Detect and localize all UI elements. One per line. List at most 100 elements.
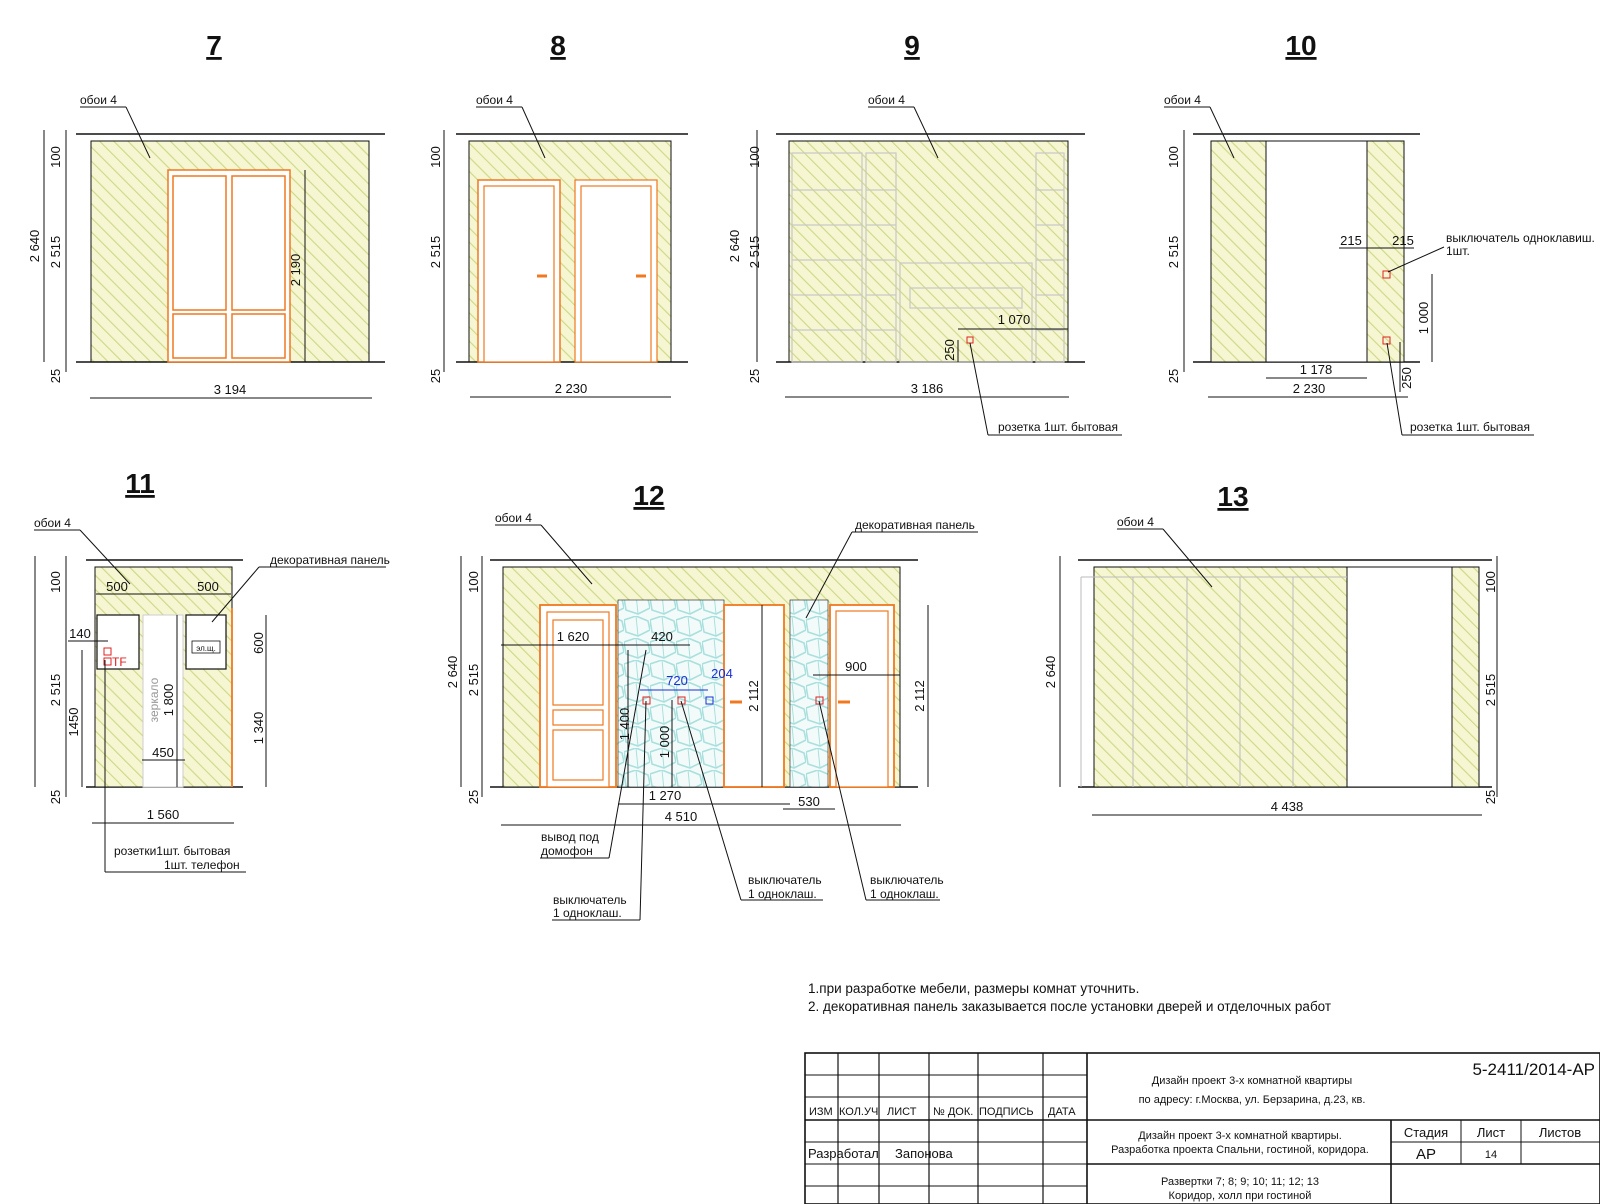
dim-floor: 25 <box>48 790 63 804</box>
label-mirror: зеркало <box>147 677 161 722</box>
dim-floor: 25 <box>48 369 63 383</box>
label-phone: 1шт. телефон <box>164 858 240 872</box>
dim-opening: 1 178 <box>1300 362 1333 377</box>
dim-door-offset: 1 620 <box>557 629 590 644</box>
elevation-11: 11 эл.щ. TF зеркало обои 4 декоративная … <box>34 468 390 873</box>
label-wallpaper: обои 4 <box>1164 93 1201 107</box>
dim-socket-height: 250 <box>942 339 957 361</box>
elevation-number: 7 <box>206 30 222 61</box>
drawing-line-1: Развертки 7; 8; 9; 10; 11; 12; 13 <box>1161 1176 1319 1188</box>
dim-floor: 25 <box>428 369 443 383</box>
label-switch-a: выключатель <box>553 893 627 907</box>
dim-mirror-width: 450 <box>152 745 174 760</box>
note-2: 2. декоративная панель заказывается посл… <box>808 999 1331 1014</box>
dim-wall: 2 515 <box>1483 674 1498 707</box>
dim-height-total: 2 640 <box>27 230 42 263</box>
dim-door-height-2: 2 112 <box>912 680 927 712</box>
dim-cornice: 100 <box>747 146 762 168</box>
stage-line-1: Дизайн проект 3-х комнатной квартиры. <box>1138 1130 1342 1142</box>
dim-switch-height: 1 000 <box>657 726 672 759</box>
dim-door-height: 2 112 <box>746 680 761 712</box>
sheet-value: 14 <box>1485 1149 1497 1161</box>
dim-width: 3 194 <box>214 382 247 397</box>
developed-label: Разработал <box>808 1146 879 1161</box>
label-switch-b: выключатель <box>748 873 822 887</box>
dim-height-total: 2 640 <box>727 230 742 263</box>
label-wallpaper: обои 4 <box>476 93 513 107</box>
dim-cornice: 100 <box>466 571 481 593</box>
label-deco-panel: декоративная панель <box>270 553 390 567</box>
label-wallpaper: обои 4 <box>495 511 532 525</box>
dim-wall: 2 515 <box>428 236 443 269</box>
elevation-number: 9 <box>904 30 920 61</box>
label-panel-box: эл.щ. <box>196 644 216 653</box>
elevation-number: 8 <box>550 30 566 61</box>
label-wallpaper: обои 4 <box>34 516 71 530</box>
dim-floor: 25 <box>1483 790 1498 804</box>
dim-floor: 25 <box>1166 369 1181 383</box>
dim-socket-height: 1450 <box>66 708 81 737</box>
elevation-8: 8 обои 4 100 2 515 25 2 230 <box>428 30 688 398</box>
sheets-header: Листов <box>1539 1125 1581 1140</box>
elevation-9: 9 обои 4 2 640 100 2 515 25 250 1 070 3 … <box>727 30 1122 436</box>
elevation-12: 12 обои 4 декоративная панель 2 640 100 … <box>445 480 978 921</box>
dim-width: 4 510 <box>665 809 698 824</box>
label-intercom-2: домофон <box>541 844 593 858</box>
drawing-code: 5-2411/2014-АР <box>1472 1060 1595 1079</box>
dim-cornice: 100 <box>1166 146 1181 168</box>
dim-switch-height: 1 000 <box>1416 302 1431 335</box>
general-notes: 1.при разработке мебели, размеры комнат … <box>808 981 1331 1014</box>
stage-line-2: Разработка проекта Спальни, гостиной, ко… <box>1111 1144 1369 1156</box>
label-socket: розетка 1шт. бытовая <box>998 420 1118 434</box>
stage-header: Стадия <box>1404 1125 1448 1140</box>
dim-switch-left: 215 <box>1340 233 1362 248</box>
dim-width: 2 230 <box>555 381 588 396</box>
elevation-7: 7 обои 4 2 640 100 2 515 25 2 190 3 194 <box>27 30 385 399</box>
label-sockets: розетки1шт. бытовая <box>114 844 230 858</box>
dim-width: 4 438 <box>1271 799 1304 814</box>
dim-intercom-height: 1 400 <box>617 708 632 741</box>
dim-socket-height: 250 <box>1399 367 1414 389</box>
label-switch-c-2: 1 одноклаш. <box>870 887 939 901</box>
elevation-number: 10 <box>1285 30 1316 61</box>
elevation-10: 10 обои 4 100 2 515 25 215 215 1 000 250… <box>1164 30 1595 436</box>
col-date: ДАТА <box>1048 1106 1076 1118</box>
col-list: ЛИСТ <box>887 1106 917 1118</box>
dim-switch-offset: 720 <box>666 673 688 688</box>
label-switch-c: выключатель <box>870 873 944 887</box>
label-wallpaper: обои 4 <box>1117 515 1154 529</box>
label-switch-qty: 1шт. <box>1446 244 1470 258</box>
dim-intercom-offset: 420 <box>651 629 673 644</box>
dim-height-total: 2 640 <box>1043 656 1058 689</box>
dim-box-height: 600 <box>251 632 266 654</box>
elevation-number: 12 <box>633 480 664 511</box>
dim-wall: 2 515 <box>48 236 63 269</box>
dim-switch-gap: 204 <box>711 666 733 681</box>
dim-mirror-height: 1 800 <box>161 684 176 717</box>
col-izm: ИЗМ <box>809 1106 833 1118</box>
dim-cornice: 100 <box>428 146 443 168</box>
developer-name: Запонова <box>895 1146 954 1161</box>
col-signature: ПОДПИСЬ <box>979 1106 1034 1118</box>
label-tf: TF <box>112 655 127 669</box>
col-kol-uch: КОЛ.УЧ <box>839 1106 878 1118</box>
dim-height-total: 2 640 <box>445 656 460 689</box>
dim-socket-offset: 140 <box>69 626 91 641</box>
elevation-number: 13 <box>1217 481 1248 512</box>
note-1: 1.при разработке мебели, размеры комнат … <box>808 981 1139 996</box>
label-switch-b-2: 1 одноклаш. <box>748 887 817 901</box>
stage-value: АР <box>1416 1146 1436 1163</box>
dim-right-panel: 500 <box>197 579 219 594</box>
dim-wall: 2 515 <box>1166 236 1181 269</box>
dim-box-offset: 1 340 <box>251 712 266 745</box>
project-line-2: по адресу: г.Москва, ул. Берзарина, д.23… <box>1139 1094 1366 1106</box>
label-wallpaper: обои 4 <box>868 93 905 107</box>
drawing-line-2: Коридор, холл при гостиной <box>1169 1190 1312 1202</box>
dim-floor: 25 <box>466 790 481 804</box>
dim-floor: 25 <box>747 369 762 383</box>
dim-door-height: 2 190 <box>288 254 303 287</box>
dim-wall: 2 515 <box>747 236 762 269</box>
dim-switch-right: 215 <box>1392 233 1414 248</box>
project-line-1: Дизайн проект 3-х комнатной квартиры <box>1152 1075 1353 1087</box>
